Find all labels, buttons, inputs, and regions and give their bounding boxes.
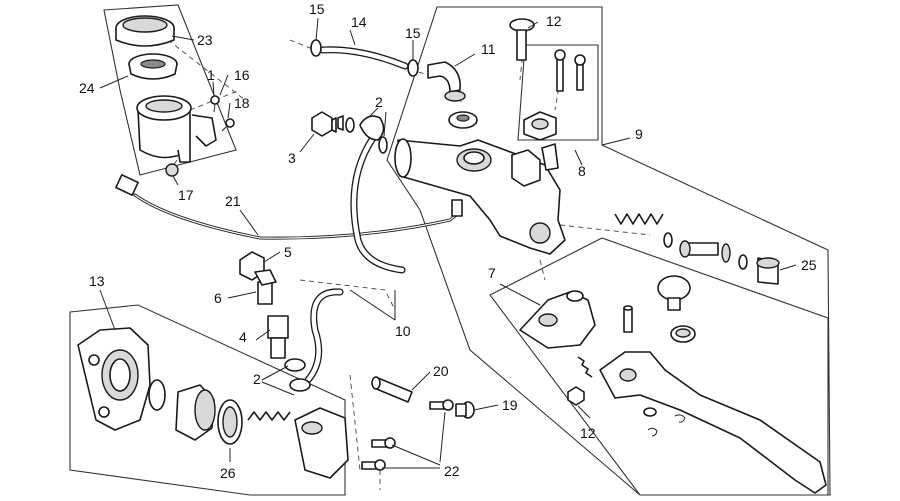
- callout-12a: 12: [546, 13, 562, 29]
- master-cylinder-body: [394, 138, 566, 255]
- callout-26: 26: [220, 465, 236, 481]
- leader-lines: [99, 17, 797, 469]
- reservoir-bolt: [221, 118, 235, 132]
- reservoir-clamp: [165, 163, 179, 177]
- callout-1: 1: [207, 67, 215, 83]
- callout-10: 10: [395, 323, 411, 339]
- callout-6: 6: [214, 290, 222, 306]
- spring-and-piston: [614, 213, 780, 285]
- callout-15b: 15: [405, 25, 421, 41]
- callout-11: 11: [481, 41, 496, 57]
- callout-labels: 1 23 24 16 18 17 15 14 15 11 12 2 3 9 8 …: [79, 1, 817, 481]
- slave-cylinder-cover: [294, 407, 349, 479]
- slave-cylinder-group-frame: [69, 304, 346, 496]
- lever-spring: [577, 356, 593, 378]
- callout-22: 22: [444, 463, 460, 479]
- callout-13: 13: [89, 273, 105, 289]
- callout-7: 7: [488, 265, 496, 281]
- slave-cylinder-housing: [77, 327, 151, 431]
- callout-23: 23: [197, 32, 213, 48]
- callout-4: 4: [239, 329, 247, 345]
- banjo-bolt-top: [311, 111, 388, 154]
- reservoir-hose: [319, 46, 409, 70]
- clamp-screws: [554, 49, 586, 92]
- sleeve: [371, 376, 413, 403]
- reservoir-screw: [210, 95, 220, 113]
- callout-25: 25: [801, 257, 817, 273]
- callout-9: 9: [635, 126, 643, 142]
- banjo-fitting-top: [359, 115, 385, 141]
- bracket-group-frame: [517, 44, 599, 141]
- slave-piston-parts: [148, 379, 291, 445]
- callout-12b: 12: [580, 425, 596, 441]
- hose-clamp-left: [310, 39, 322, 57]
- reservoir-cap: [115, 15, 175, 47]
- callout-24: 24: [79, 80, 95, 96]
- hose-fitting: [427, 61, 478, 129]
- clutch-lever: [599, 351, 827, 494]
- switch-wire: [115, 174, 463, 240]
- fluid-reservoir: [136, 95, 217, 163]
- callout-3: 3: [288, 150, 296, 166]
- banjo-bolt-lower: [267, 315, 311, 392]
- callout-8: 8: [578, 163, 586, 179]
- callout-14: 14: [351, 14, 367, 30]
- hydraulic-hose: [304, 134, 406, 384]
- hose-union-fitting: [254, 269, 277, 305]
- callout-20: 20: [433, 363, 449, 379]
- lever-group-frame: [489, 237, 829, 496]
- reservoir-diaphragm: [128, 53, 178, 80]
- bolts-22: [361, 399, 454, 471]
- callout-21: 21: [225, 193, 241, 209]
- pivot-bolt: [509, 18, 535, 61]
- callout-2a: 2: [375, 94, 383, 110]
- callout-17: 17: [178, 187, 194, 203]
- callout-16: 16: [234, 67, 250, 83]
- group-frames: [69, 4, 831, 496]
- hose-clamp-right: [407, 59, 419, 77]
- bolt-19: [455, 401, 475, 419]
- callout-2b: 2: [253, 371, 261, 387]
- adjuster-knob: [657, 275, 696, 343]
- lever-nut: [567, 386, 585, 406]
- lever-pivot-bracket: [519, 290, 596, 349]
- callout-18: 18: [234, 95, 250, 111]
- lever-pin: [623, 305, 633, 333]
- callout-15a: 15: [309, 1, 325, 17]
- handlebar-clamp: [523, 111, 557, 141]
- callout-19: 19: [502, 397, 518, 413]
- callout-5: 5: [284, 244, 292, 260]
